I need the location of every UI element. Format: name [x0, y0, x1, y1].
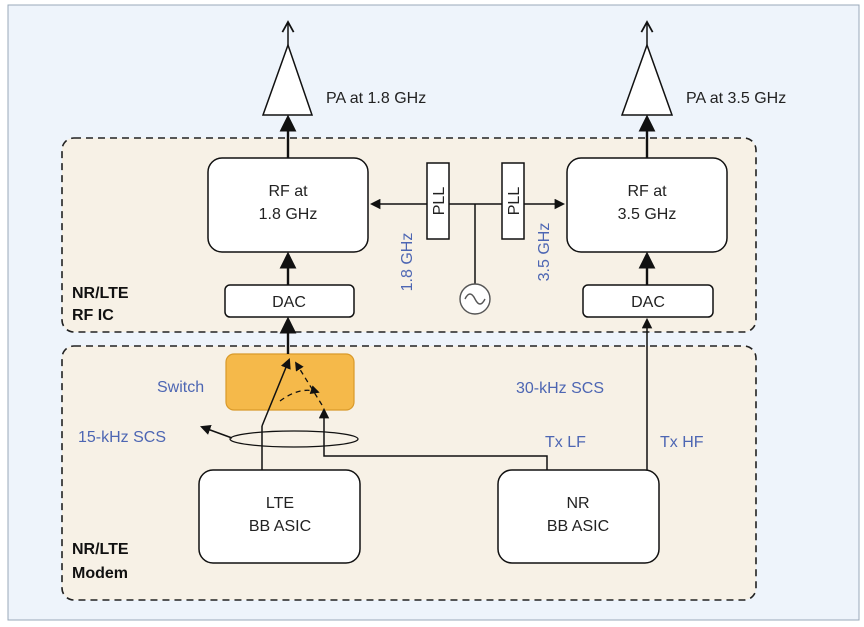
pll-left-label: PLL [431, 187, 448, 216]
lte-asic-block [198, 469, 361, 564]
switch-arc [279, 385, 320, 402]
rf-ic-label: NR/LTE [72, 285, 129, 302]
freq-right-label: 3.5 GHz [536, 223, 553, 282]
rf-ic-label-2: RF IC [72, 307, 114, 324]
pa-right-label: PA at 3.5 GHz [686, 90, 786, 107]
scs-30-label: 30-kHz SCS [516, 380, 604, 397]
switch-label: Switch [157, 379, 204, 396]
tx-lf-label: Tx LF [545, 434, 586, 451]
rf-left-block [207, 157, 369, 253]
tx-lf-route [318, 407, 548, 470]
freq-left-label: 1.8 GHz [399, 233, 416, 292]
modem-label-2: Modem [72, 565, 128, 582]
dac-left-label: DAC [272, 294, 306, 311]
nr-asic-block [497, 469, 660, 564]
lte-asic-label-1: LTE [266, 495, 294, 512]
tx-hf-label: Tx HF [660, 434, 704, 451]
nr-asic-label-1: NR [566, 495, 589, 512]
dac-right-label: DAC [631, 294, 665, 311]
switch-active-path [261, 358, 291, 427]
pa-left-label: PA at 1.8 GHz [326, 90, 426, 107]
rf-left-label-2: 1.8 GHz [259, 206, 318, 223]
signal-bundle-ellipse [229, 430, 359, 448]
nr-asic-label-2: BB ASIC [547, 518, 609, 535]
oscillator-icon [464, 293, 486, 305]
pll-right-block [501, 162, 525, 240]
scs-15-label: 15-kHz SCS [78, 429, 166, 446]
modem-label: NR/LTE [72, 541, 129, 558]
rf-right-label-1: RF at [627, 183, 667, 200]
rf-left-label-1: RF at [268, 183, 308, 200]
lte-asic-label-2: BB ASIC [249, 518, 311, 535]
scs-15-pointer [200, 424, 233, 439]
rf-right-label-2: 3.5 GHz [618, 206, 677, 223]
pll-right-label: PLL [506, 187, 523, 216]
switch-block [225, 353, 355, 411]
pll-left-block [426, 162, 450, 240]
rf-right-block [566, 157, 728, 253]
